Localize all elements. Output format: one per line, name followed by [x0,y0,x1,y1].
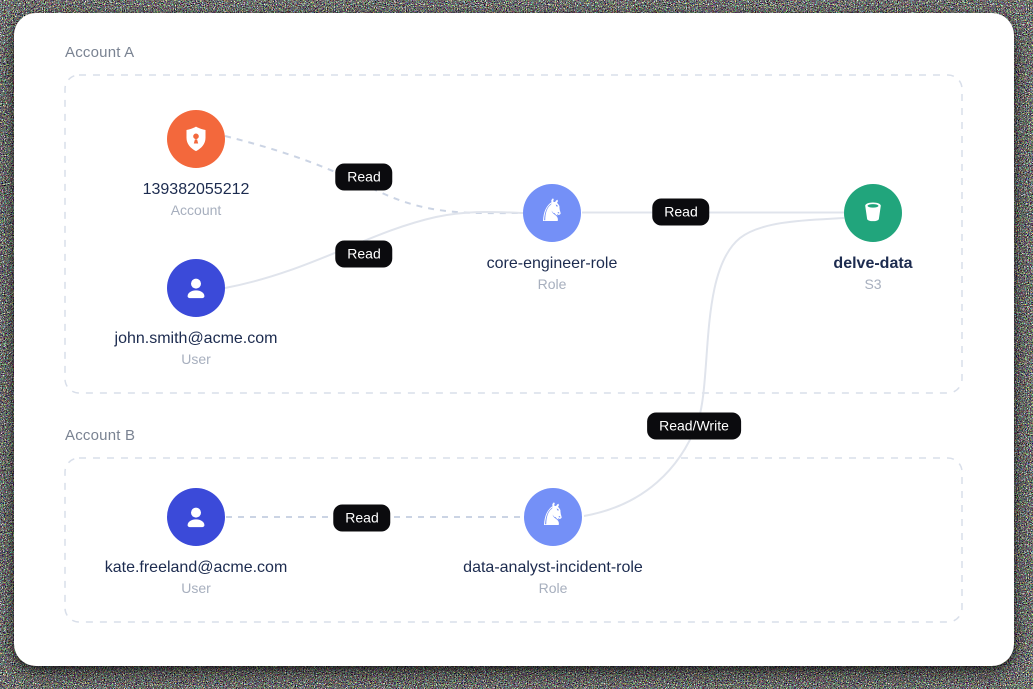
edge-badge-user-b-read[interactable]: Read [333,504,391,532]
user-a-node-circle[interactable] [167,259,225,317]
account-node-title: 139382055212 [142,181,250,198]
user-icon [187,278,205,299]
bucket-node-circle[interactable] [844,184,902,242]
account-node-subtitle: Account [170,202,222,218]
edge-badge-user-a-read[interactable]: Read [335,240,393,268]
node-user-kate-freeland[interactable]: kate.freeland@acme.com User [46,488,346,597]
user-a-node-subtitle: User [181,351,211,367]
user-icon [187,507,205,528]
bucket-icon [865,202,881,222]
role-a-node-subtitle: Role [537,276,567,292]
group-label-account-b: Account B [65,427,136,444]
user-b-node-title: kate.freeland@acme.com [104,559,288,576]
role-b-node-title: data-analyst-incident-role [463,559,643,576]
role-a-node-title: core-engineer-role [486,255,618,272]
role-b-node-subtitle: Role [538,580,568,596]
node-account[interactable]: 139382055212 Account [46,110,346,219]
bucket-node-title: delve-data [833,255,913,272]
account-node-circle[interactable] [167,110,225,168]
node-delve-data-bucket[interactable]: delve-data S3 [723,184,1023,293]
group-label-account-a: Account A [65,44,135,61]
chess-knight-icon: ♞ [539,496,567,533]
user-b-node-subtitle: User [181,580,211,596]
user-a-node-title: john.smith@acme.com [114,330,278,347]
edge-badge-account-read[interactable]: Read [335,163,393,191]
shield-keyhole-icon [186,126,206,152]
role-b-node-circle[interactable]: ♞ [524,488,582,546]
node-user-john-smith[interactable]: john.smith@acme.com User [46,259,346,368]
chess-knight-icon: ♞ [538,192,566,229]
edge-badge-role-a-read[interactable]: Read [652,198,710,226]
bucket-node-subtitle: S3 [864,276,882,292]
node-data-analyst-incident-role[interactable]: ♞ data-analyst-incident-role Role [403,488,703,597]
node-core-engineer-role[interactable]: ♞ core-engineer-role Role [402,184,702,293]
role-a-node-circle[interactable]: ♞ [523,184,581,242]
user-b-node-circle[interactable] [167,488,225,546]
edge-badge-read-write[interactable]: Read/Write [647,412,741,440]
